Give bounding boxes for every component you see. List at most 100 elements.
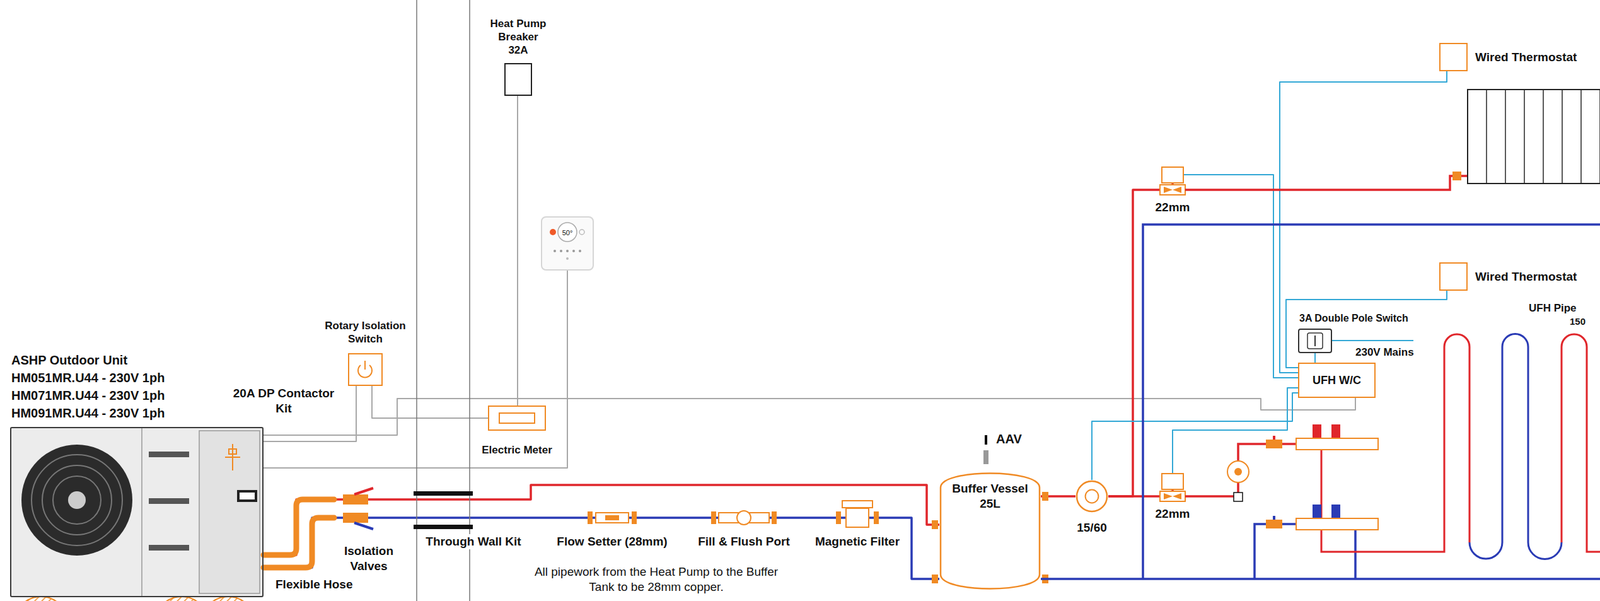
grille bbox=[148, 544, 190, 551]
node-text: Wired Thermostat bbox=[1475, 49, 1577, 65]
isolation-valves bbox=[342, 494, 369, 505]
node-text: UFH W/C bbox=[1312, 373, 1362, 388]
wall-kit bbox=[413, 524, 473, 529]
pump-outline bbox=[1075, 479, 1109, 513]
control-wire bbox=[263, 270, 568, 468]
radiator bbox=[1485, 89, 1488, 184]
buffer-fittings bbox=[931, 520, 939, 529]
ufh-loops bbox=[1469, 334, 1562, 560]
unit-feet bbox=[201, 596, 255, 601]
fan bbox=[52, 475, 101, 524]
node-caption: Electric Meter bbox=[481, 443, 553, 457]
node-caption: Wired Thermostat bbox=[1475, 49, 1577, 65]
component-label: Fill & Flush Port bbox=[697, 533, 790, 550]
mixing-pump bbox=[1227, 460, 1249, 502]
mixing-pump bbox=[1227, 460, 1249, 483]
controller-face bbox=[557, 222, 577, 242]
signal-wire bbox=[1091, 392, 1299, 480]
component-label: Isolation Valves bbox=[337, 543, 401, 574]
pipe-label: UFH Pipe bbox=[1528, 301, 1577, 315]
dp-switch-symbol bbox=[1314, 335, 1316, 347]
fill-flush-port bbox=[711, 511, 717, 524]
fan bbox=[31, 454, 123, 546]
fill-flush-port bbox=[736, 510, 751, 525]
component-label: Magnetic Filter bbox=[815, 533, 900, 550]
controller-face bbox=[579, 229, 585, 235]
radiator bbox=[1467, 89, 1600, 184]
zone-valve-bodies bbox=[1159, 184, 1186, 195]
return-pipe bbox=[1040, 224, 1600, 579]
vessel-outline bbox=[940, 473, 1040, 589]
radiator-flow bbox=[1185, 175, 1468, 190]
fan bbox=[21, 444, 133, 556]
unit-feet bbox=[14, 596, 68, 601]
signal-wire bbox=[1183, 174, 1299, 378]
controller-face bbox=[572, 249, 575, 253]
isolation-valves bbox=[354, 487, 374, 495]
node-caption: 22mm bbox=[1155, 506, 1191, 522]
ufh-flow-pipe bbox=[1185, 443, 1297, 497]
power-icon bbox=[358, 360, 372, 377]
radiator bbox=[1523, 89, 1525, 184]
outdoor-unit-body bbox=[141, 426, 143, 598]
node-caption: 50° bbox=[562, 228, 574, 238]
unit-plate bbox=[237, 489, 258, 502]
zone-valve-bodies bbox=[1159, 184, 1186, 502]
wall-kit bbox=[416, 0, 418, 601]
flexible-hose bbox=[263, 499, 335, 555]
unit-feet bbox=[14, 596, 255, 601]
magnetic-filter bbox=[835, 500, 879, 528]
wired-thermostat: Wired Thermostat bbox=[1439, 262, 1468, 291]
node-text: Electric Meter bbox=[481, 443, 553, 457]
electric-meter: Electric Meter bbox=[487, 405, 546, 431]
contactor-symbol bbox=[225, 443, 241, 471]
manifold bbox=[1296, 424, 1379, 530]
radiator bbox=[1561, 89, 1563, 184]
power-wire bbox=[516, 95, 519, 406]
return-pipe bbox=[1040, 224, 1600, 579]
wire-label: 230V Mains bbox=[1355, 345, 1415, 359]
component-label: Flow Setter (28mm) bbox=[556, 533, 667, 550]
component-label: Flexible Hose bbox=[275, 576, 354, 592]
node-caption: Wired Thermostat bbox=[1475, 269, 1577, 285]
node-text: Rotary Isolation Switch bbox=[318, 318, 413, 346]
node-text: 50° bbox=[562, 228, 574, 238]
signal-wire bbox=[1279, 71, 1447, 373]
unit-feet bbox=[155, 596, 209, 601]
zone-valve-bodies bbox=[1163, 186, 1182, 193]
fan bbox=[68, 491, 86, 509]
radiator bbox=[1452, 171, 1462, 181]
pump-impeller bbox=[1085, 489, 1099, 504]
grille bbox=[148, 498, 190, 504]
node-caption: 3A Double Pole Switch bbox=[1299, 312, 1409, 325]
flow-setter bbox=[587, 511, 593, 524]
manifold bbox=[1312, 424, 1322, 439]
component-label: AAV bbox=[996, 431, 1022, 447]
manifold bbox=[1331, 424, 1341, 439]
flow-setter bbox=[595, 512, 629, 523]
buffer-fittings bbox=[931, 574, 939, 584]
signal-wire bbox=[1286, 290, 1447, 368]
controller-face bbox=[578, 249, 582, 253]
zone-valve: 22mm bbox=[1161, 166, 1184, 184]
air-vent bbox=[983, 434, 989, 464]
controller-face bbox=[553, 249, 557, 253]
node-caption: ASHP Outdoor UnitHM051MR.U44 - 230V 1phH… bbox=[11, 351, 165, 422]
magnetic-filter bbox=[842, 500, 873, 508]
dp-switch-symbol bbox=[1332, 339, 1414, 342]
dp-switch-symbol bbox=[1307, 332, 1323, 349]
wall-kit bbox=[413, 491, 473, 496]
isolation-switch: Rotary Isolation Switch bbox=[347, 353, 383, 386]
wiring-centre: UFH W/C bbox=[1298, 362, 1376, 398]
wall-kit bbox=[413, 0, 473, 601]
node-caption: Rotary Isolation Switch bbox=[318, 318, 413, 346]
flexible-hose bbox=[263, 499, 335, 568]
meter-display bbox=[499, 412, 535, 424]
radiator-flow bbox=[1185, 175, 1468, 190]
flow-pipe bbox=[1108, 183, 1173, 497]
manifold-valves bbox=[1265, 519, 1283, 529]
manifold bbox=[1331, 504, 1341, 519]
node-text: Wired Thermostat bbox=[1475, 269, 1577, 285]
dimension-label: 150 bbox=[1569, 315, 1586, 328]
